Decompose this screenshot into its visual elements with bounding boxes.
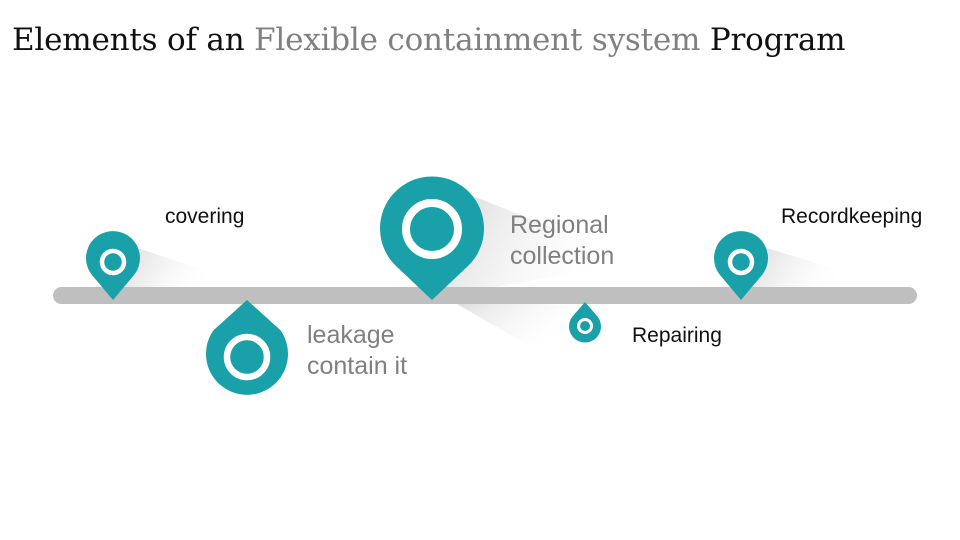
title-suffix: Program xyxy=(700,22,846,58)
map-pin-icon xyxy=(206,300,288,395)
title-highlight: Flexible containment system xyxy=(254,22,701,58)
milestone-label-leakage: leakage contain it xyxy=(307,320,407,382)
pins xyxy=(86,176,768,395)
pin-ring xyxy=(402,199,462,259)
label-line: contain it xyxy=(307,352,408,380)
label-line: Recordkeeping xyxy=(781,205,923,228)
pin-shadow-regional xyxy=(432,180,640,298)
shadows xyxy=(113,180,858,352)
pin-ring xyxy=(223,333,271,381)
label-line: collection xyxy=(510,242,615,270)
pin-shadow-covering xyxy=(113,240,228,298)
pin-shadow-repairing xyxy=(450,300,585,352)
milestone-label-covering: covering xyxy=(165,204,244,230)
map-pin-icon xyxy=(380,176,484,300)
pin-shadow-recordkeeping xyxy=(741,240,858,298)
pin-ring xyxy=(577,318,593,334)
label-line: leakage xyxy=(307,321,395,349)
title-prefix: Elements of an xyxy=(12,22,255,58)
map-pin-icon xyxy=(86,231,140,300)
milestone-label-repairing: Repairing xyxy=(632,323,722,349)
map-pin-icon xyxy=(714,231,768,300)
pin-ring xyxy=(99,248,127,276)
map-pin-icon xyxy=(569,302,601,343)
label-line: Repairing xyxy=(632,324,722,347)
milestone-label-regional: Regional collection xyxy=(510,210,614,272)
timeline-bar xyxy=(53,287,917,304)
pin-ring xyxy=(727,248,755,276)
page-title: Elements of an Flexible containment syst… xyxy=(12,18,846,62)
label-line: covering xyxy=(165,205,245,228)
label-line: Regional xyxy=(510,211,609,239)
milestone-label-recordkeeping: Recordkeeping xyxy=(781,204,922,230)
